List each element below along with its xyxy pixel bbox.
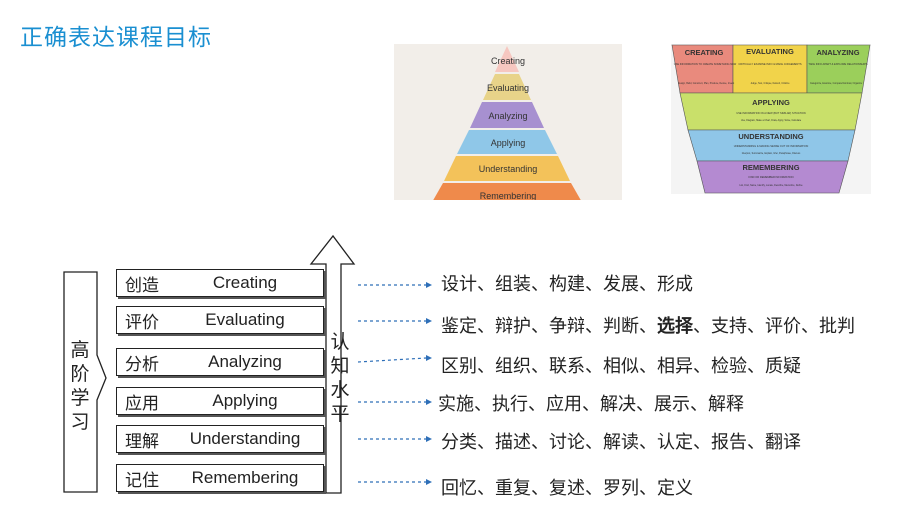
cognitive-level-char: 认: [330, 331, 350, 353]
level-zh: 分析: [125, 354, 159, 375]
inv-desc-evaluating: CRITICALLY EXAMINE INFO & MAKE JUDGEMENT…: [738, 62, 801, 66]
level-zh: 理解: [125, 431, 159, 452]
pyramid-tier-remembering: [433, 183, 581, 200]
bloom-pyramid-image: Creating Evaluating Analyzing Applying U…: [394, 44, 622, 200]
cognitive-level-char: 平: [330, 403, 350, 425]
level-box-remembering: 记住 Remembering: [116, 464, 324, 492]
cognitive-level-arrow: [309, 234, 356, 494]
pyramid-label-evaluating: Evaluating: [487, 83, 529, 93]
inv-examples-evaluating: Judge, Test, Critique, Defend, Criticize: [750, 82, 790, 85]
pyramid-tier-evaluating: [483, 74, 531, 100]
inv-examples-analyzing: Categorize, Examine, Compare/Contrast, O…: [810, 82, 863, 85]
pyramid-label-remembering: Remembering: [480, 191, 537, 200]
higher-learning-char: 学: [70, 387, 90, 409]
higher-learning-arrow: [63, 271, 107, 493]
verbs-evaluating-part: 鉴定、辩护、争辩、判断、: [441, 316, 657, 337]
connector-head-evaluating: [426, 318, 432, 324]
level-box-evaluating: 评价 Evaluating: [116, 306, 324, 334]
level-en: Remembering: [191, 468, 299, 487]
higher-learning-char: 习: [70, 411, 90, 433]
higher-learning-char: 阶: [70, 363, 90, 385]
connector-head-understanding: [426, 436, 432, 442]
inv-title-remembering: REMEMBERING: [742, 163, 799, 172]
higher-learning-label: 高 阶 学 习: [66, 338, 94, 434]
inv-desc-analyzing: TAKE INFO APART & EXPLORE RELATIONSHIPS: [808, 62, 867, 66]
level-en: Creating: [212, 273, 278, 292]
verbs-applying: 实施、执行、应用、解决、展示、解释: [438, 394, 744, 415]
level-en: Analyzing: [208, 352, 282, 371]
inv-title-applying: APPLYING: [752, 98, 790, 107]
level-zh: 记住: [125, 470, 159, 491]
pyramid-tier-analyzing: [470, 102, 544, 128]
inv-desc-remembering: FIND OR REMEMBER INFORMATION: [748, 175, 793, 179]
pyramid-label-applying: Applying: [491, 138, 526, 148]
inv-examples-remembering: List, Find, Name, Identify, Locate, Desc…: [739, 184, 803, 187]
cognitive-level-label: 认 知 水 平: [327, 330, 353, 426]
level-box-analyzing: 分析 Analyzing: [116, 348, 324, 376]
verbs-analyzing: 区别、组织、联系、相似、相异、检验、质疑: [441, 356, 801, 377]
pyramid-label-understanding: Understanding: [479, 164, 538, 174]
inv-row-remembering: [696, 160, 849, 194]
inv-examples-understanding: Interpret, Summarize, Explain, Infer, Pa…: [742, 152, 801, 155]
connector-head-creating: [426, 282, 432, 288]
verbs-evaluating-highlight: 选择: [657, 316, 693, 337]
inv-title-evaluating: EVALUATING: [746, 47, 794, 56]
bloom-inverted-pyramid: CREATING EVALUATING ANALYZING USE INFORM…: [671, 44, 871, 194]
inv-examples-applying: Use, Diagram, Make a Chart, Draw, Apply,…: [741, 119, 802, 122]
inv-title-creating: CREATING: [685, 48, 724, 57]
connector-head-applying: [426, 399, 432, 405]
connector-head-analyzing: [426, 355, 432, 361]
inv-desc-understanding: UNDERSTANDING & MAKING SENSE OUT OF INFO…: [734, 144, 809, 148]
level-en: Applying: [212, 391, 278, 410]
inv-title-understanding: UNDERSTANDING: [738, 132, 803, 141]
cognitive-level-char: 水: [330, 379, 350, 401]
pyramid-label-creating: Creating: [491, 56, 525, 66]
verbs-remembering: 回忆、重复、复述、罗列、定义: [441, 478, 693, 499]
inv-desc-creating: USE INFORMATION TO CREATE SOMETHING NEW: [674, 62, 737, 66]
bloom-inverted-pyramid-image: CREATING EVALUATING ANALYZING USE INFORM…: [671, 44, 871, 194]
verbs-evaluating: 鉴定、辩护、争辩、判断、选择、支持、评价、批判: [441, 312, 855, 338]
level-zh: 应用: [125, 393, 159, 414]
verbs-creating: 设计、组装、构建、发展、形成: [441, 274, 693, 295]
connector-analyzing: [357, 357, 427, 363]
pyramid-tier-understanding: [444, 156, 570, 181]
level-zh: 评价: [125, 312, 159, 333]
verbs-understanding: 分类、描述、讨论、解读、认定、报告、翻译: [441, 432, 801, 453]
verbs-evaluating-part: 、支持、评价、批判: [693, 316, 855, 337]
connector-head-remembering: [426, 479, 432, 485]
level-en: Understanding: [189, 429, 301, 448]
level-box-understanding: 理解 Understanding: [116, 425, 324, 453]
inv-title-analyzing: ANALYZING: [816, 48, 859, 57]
level-box-applying: 应用 Applying: [116, 387, 324, 415]
inv-examples-creating: Design, Build, Construct, Plan, Produce,…: [678, 82, 735, 85]
pyramid-label-analyzing: Analyzing: [488, 111, 527, 121]
cognitive-level-char: 知: [330, 355, 350, 377]
pyramid-tier-applying: [457, 130, 557, 154]
page-title: 正确表达课程目标: [20, 25, 212, 51]
inv-desc-applying: USE INFORMATION IN A NEW (BUT SIMILAR) S…: [736, 111, 805, 115]
higher-learning-char: 高: [70, 339, 90, 361]
level-en: Evaluating: [205, 310, 285, 329]
level-zh: 创造: [125, 275, 159, 296]
bloom-pyramid: Creating Evaluating Analyzing Applying U…: [433, 46, 581, 200]
pyramid-tier-creating: [495, 46, 519, 72]
level-box-creating: 创造 Creating: [116, 269, 324, 297]
